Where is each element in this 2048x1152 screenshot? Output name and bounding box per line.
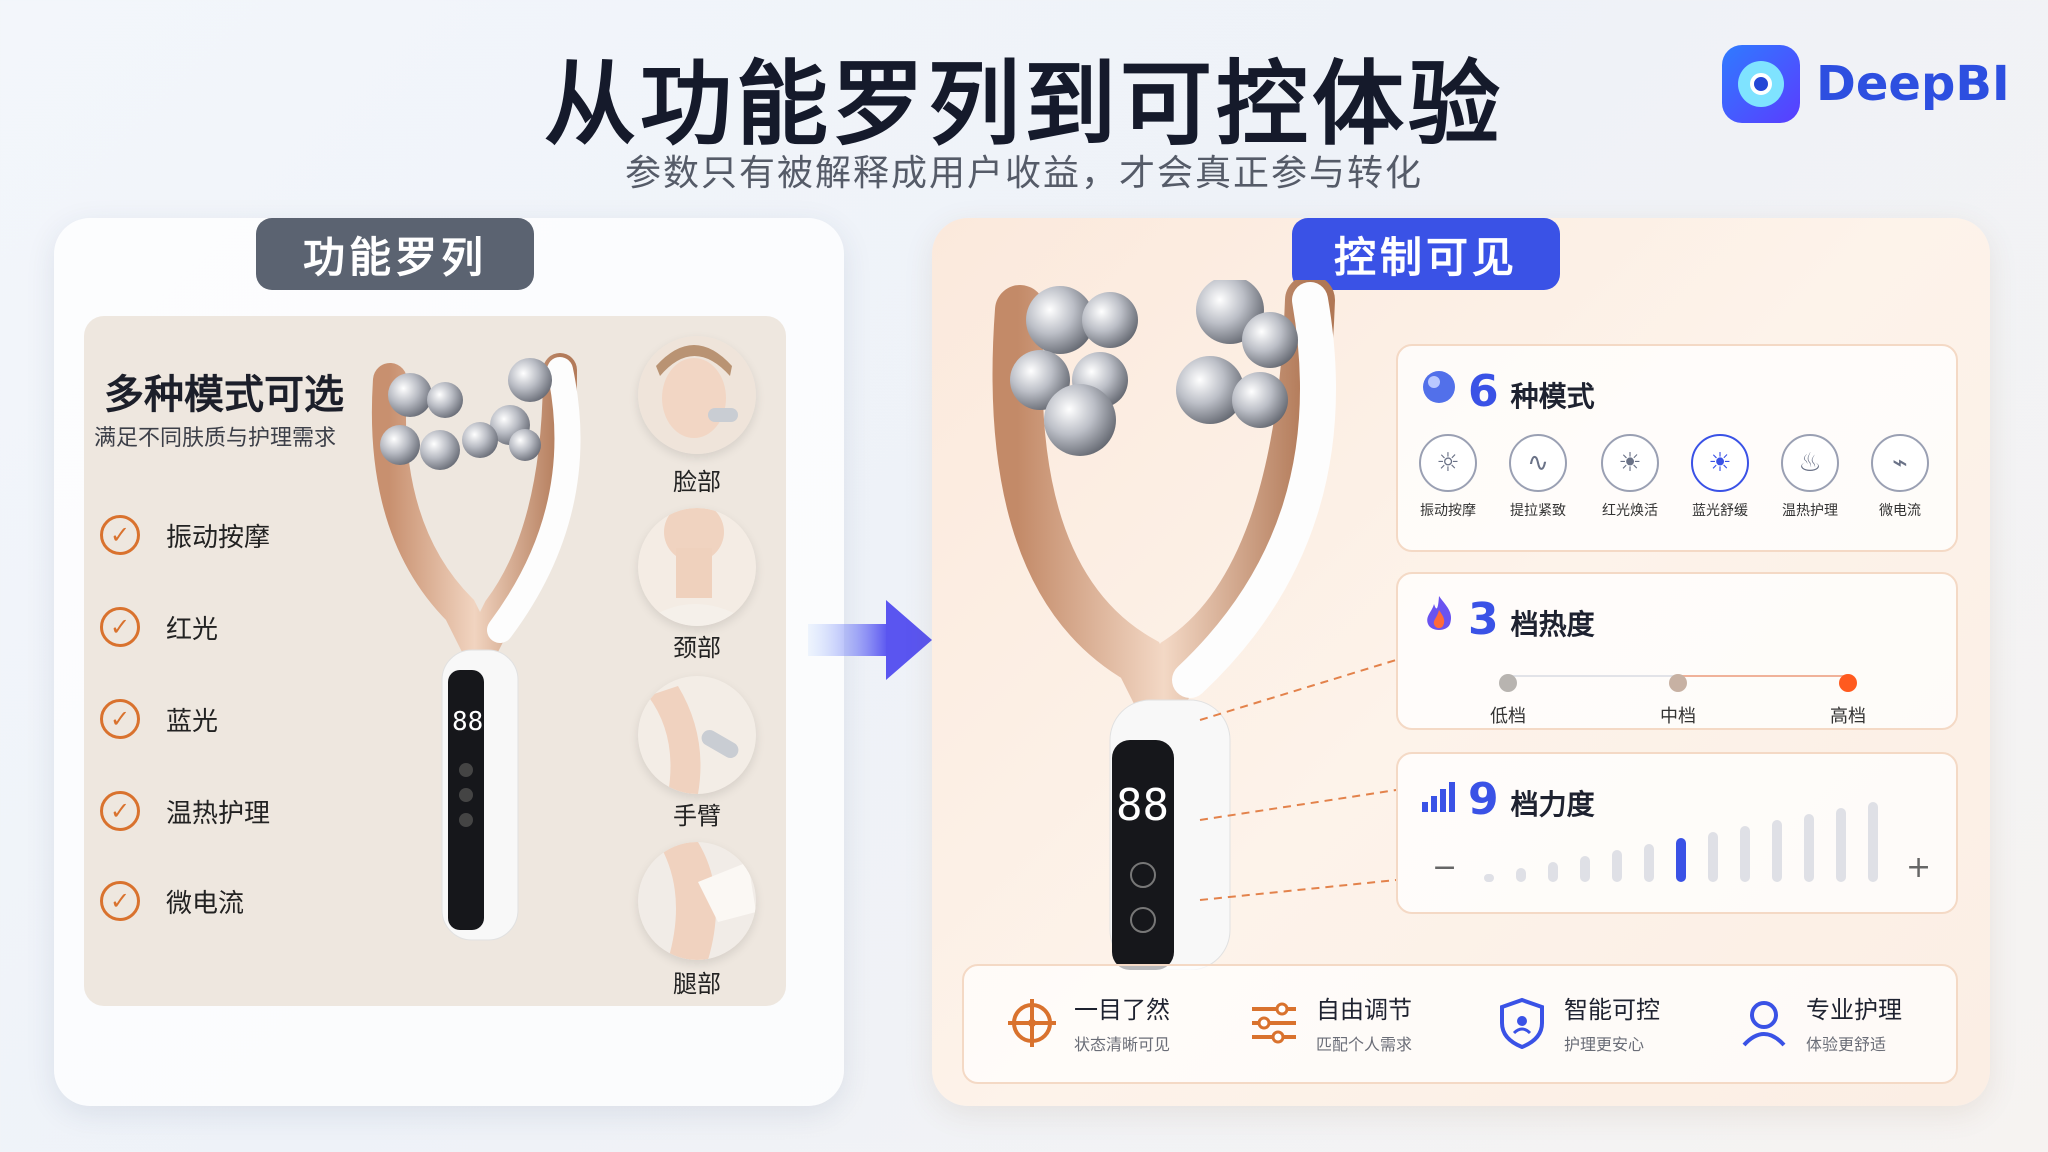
check-icon: ✓ bbox=[100, 607, 140, 647]
check-icon: ✓ bbox=[100, 881, 140, 921]
benefit-item: 智能可控护理更安心 bbox=[1494, 990, 1660, 1055]
heat-level-label: 中档 bbox=[1660, 706, 1696, 727]
heat-track bbox=[1508, 675, 1848, 677]
benefits-bar: 一目了然状态清晰可见 自由调节匹配个人需求 智能可控护理更安心 专业护理体验更舒… bbox=[962, 964, 1958, 1084]
vibration-icon: ☼ bbox=[1419, 434, 1477, 492]
face-thumbnail bbox=[638, 336, 756, 454]
area-label: 腿部 bbox=[673, 970, 721, 998]
modes-unit: 种模式 bbox=[1510, 380, 1595, 413]
force-level-bar[interactable] bbox=[1580, 856, 1590, 882]
heat-count: 3 bbox=[1468, 594, 1499, 645]
sliders-icon bbox=[1252, 1002, 1296, 1043]
feature-item: ✓温热护理 bbox=[100, 786, 400, 836]
modes-card: 6 种模式 ☼振动按摩 ∿提拉紧致 ☀红光焕活 ☀蓝光舒缓 ♨温热护理 ⌁微电流 bbox=[1396, 344, 1958, 552]
feature-item: ✓微电流 bbox=[100, 876, 400, 926]
target-icon bbox=[1008, 998, 1056, 1047]
force-card: 9 档力度 − + bbox=[1396, 752, 1958, 914]
left-tag: 功能罗列 bbox=[256, 218, 534, 290]
heat-level-dot[interactable] bbox=[1669, 674, 1687, 692]
heat-level-dot[interactable] bbox=[1499, 674, 1517, 692]
user-icon bbox=[1742, 1000, 1786, 1046]
modes-count: 6 bbox=[1468, 366, 1499, 417]
mode-item[interactable]: ♨温热护理 bbox=[1770, 434, 1850, 520]
force-unit: 档力度 bbox=[1510, 788, 1595, 821]
flame-icon bbox=[1427, 596, 1452, 630]
force-level-bar[interactable] bbox=[1708, 832, 1718, 882]
device-display-right: 88 bbox=[1116, 780, 1169, 831]
force-level-bar[interactable] bbox=[1772, 820, 1782, 882]
left-heading: 多种模式可选 bbox=[104, 372, 344, 418]
force-level-bar[interactable] bbox=[1836, 808, 1846, 882]
increase-button[interactable]: + bbox=[1906, 850, 1932, 885]
force-level-bar[interactable] bbox=[1644, 844, 1654, 882]
force-level-bar[interactable] bbox=[1516, 868, 1526, 882]
blue-light-icon: ☀ bbox=[1691, 434, 1749, 492]
force-level-bar[interactable] bbox=[1612, 850, 1622, 882]
mode-item[interactable]: ⌁微电流 bbox=[1860, 434, 1940, 520]
arrow-right-icon bbox=[808, 600, 932, 680]
benefit-item: 自由调节匹配个人需求 bbox=[1246, 990, 1412, 1055]
signal-bars-icon bbox=[1422, 782, 1455, 812]
device-display-left: 88 bbox=[452, 707, 483, 737]
feature-item: ✓振动按摩 bbox=[100, 510, 400, 560]
device-image-left: 88 bbox=[371, 353, 581, 941]
feature-item: ✓红光 bbox=[100, 602, 400, 652]
neck-thumbnail bbox=[638, 508, 756, 626]
pulse-icon: ⌁ bbox=[1871, 434, 1929, 492]
deepbi-logo-icon bbox=[1722, 45, 1800, 123]
logo-text: DeepBI bbox=[1816, 56, 2010, 112]
connector-lines bbox=[1199, 659, 1397, 901]
arm-thumbnail bbox=[638, 676, 756, 794]
check-icon: ✓ bbox=[100, 791, 140, 831]
red-light-icon: ☀ bbox=[1601, 434, 1659, 492]
heat-icon: ♨ bbox=[1781, 434, 1839, 492]
benefit-item: 一目了然状态清晰可见 bbox=[1004, 990, 1170, 1055]
force-level-bar[interactable] bbox=[1804, 814, 1814, 882]
page-title: 从功能罗列到可控体验 bbox=[543, 51, 1504, 158]
mode-item[interactable]: ☀蓝光舒缓 bbox=[1680, 434, 1760, 520]
area-label: 脸部 bbox=[673, 468, 721, 496]
wave-icon: ∿ bbox=[1509, 434, 1567, 492]
area-label: 手臂 bbox=[673, 802, 721, 830]
leg-thumbnail bbox=[638, 842, 756, 960]
shield-icon bbox=[1500, 997, 1544, 1049]
mode-item[interactable]: ☀红光焕活 bbox=[1590, 434, 1670, 520]
device-image-right: 88 bbox=[992, 280, 1336, 970]
left-subheading: 满足不同肤质与护理需求 bbox=[94, 426, 337, 451]
mode-item[interactable]: ☼振动按摩 bbox=[1408, 434, 1488, 520]
mode-item[interactable]: ∿提拉紧致 bbox=[1498, 434, 1578, 520]
check-icon: ✓ bbox=[100, 699, 140, 739]
heat-card: 3 档热度 低档 中档 高档 bbox=[1396, 572, 1958, 730]
force-level-bar-active[interactable] bbox=[1676, 838, 1686, 882]
heat-level-dot-active[interactable] bbox=[1839, 674, 1857, 692]
heat-level-label: 高档 bbox=[1830, 706, 1866, 727]
benefit-item: 专业护理体验更舒适 bbox=[1736, 990, 1902, 1055]
heat-unit: 档热度 bbox=[1510, 608, 1595, 641]
right-tag: 控制可见 bbox=[1292, 218, 1560, 290]
heat-level-label: 低档 bbox=[1490, 706, 1526, 727]
decrease-button[interactable]: − bbox=[1432, 850, 1458, 885]
page-subtitle: 参数只有被解释成用户收益，才会真正参与转化 bbox=[624, 153, 1423, 194]
force-level-bar[interactable] bbox=[1868, 802, 1878, 882]
force-count: 9 bbox=[1468, 774, 1499, 825]
force-level-bar[interactable] bbox=[1548, 862, 1558, 882]
mode-orb-icon bbox=[1423, 371, 1455, 403]
check-icon: ✓ bbox=[100, 515, 140, 555]
area-label: 颈部 bbox=[673, 634, 721, 662]
force-level-bar[interactable] bbox=[1484, 874, 1494, 882]
feature-item: ✓蓝光 bbox=[100, 694, 400, 744]
brand-logo: DeepBI bbox=[1722, 44, 2048, 124]
force-level-bar[interactable] bbox=[1740, 826, 1750, 882]
